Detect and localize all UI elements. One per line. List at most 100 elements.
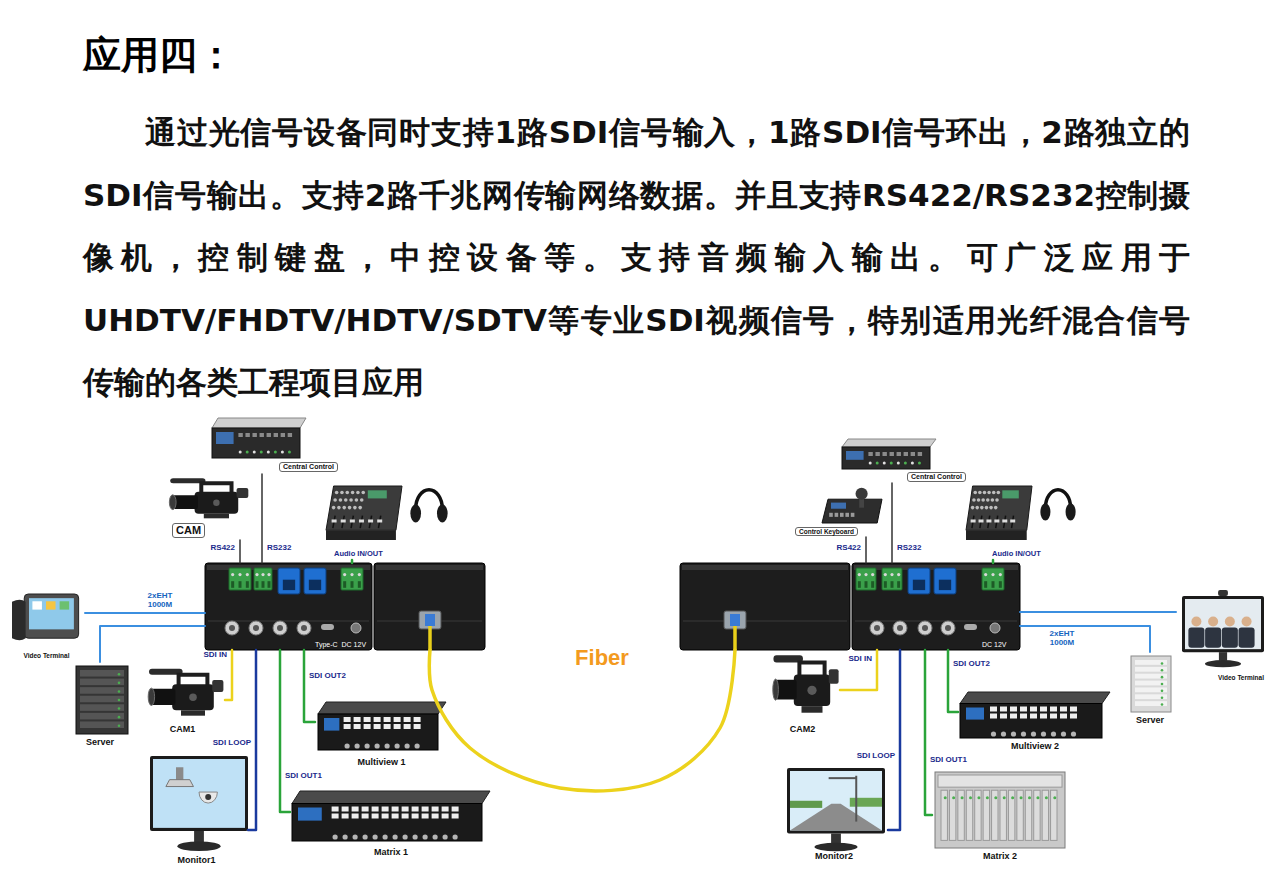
terminal-pin	[865, 581, 868, 588]
camera-handle	[799, 663, 824, 676]
rack-button	[252, 433, 256, 437]
trees	[850, 798, 882, 807]
terminal-screw	[255, 573, 258, 576]
mixer-knob	[971, 506, 975, 510]
terminal-screen	[29, 598, 74, 629]
mixer-knob	[975, 506, 979, 510]
rack-chassis	[935, 772, 1065, 848]
terminal-screw	[984, 573, 987, 576]
device-bnc	[1051, 731, 1056, 736]
video-terminal-right-illustration	[1182, 590, 1264, 667]
monitor-base	[1205, 660, 1241, 667]
matrix2-illustration	[935, 772, 1065, 848]
rack-module	[1051, 790, 1057, 840]
mixer-knob	[978, 491, 982, 495]
rack-led	[274, 451, 277, 454]
cable-label: SDI LOOP	[856, 752, 896, 761]
monitor-box: Monitor1	[145, 752, 248, 866]
device-button	[352, 807, 359, 812]
bnc-pin	[945, 625, 951, 631]
module-led	[986, 796, 989, 799]
mixer-front	[966, 530, 1027, 540]
rack-button	[238, 433, 242, 437]
device-bnc	[365, 743, 370, 748]
terminal-screw	[231, 573, 234, 576]
rack-module	[966, 790, 972, 840]
device-label: Server	[86, 737, 114, 747]
monitor-bezel	[1182, 596, 1264, 652]
right-transceiver-illustration	[680, 563, 1020, 650]
mixer-knob	[339, 498, 343, 502]
server-led	[1161, 703, 1164, 706]
device-bnc	[1071, 731, 1076, 736]
terminal-screw	[864, 573, 867, 576]
device-lcd	[966, 708, 984, 720]
mixer-knob	[358, 506, 362, 510]
usb-port	[964, 624, 977, 630]
camera-grip	[181, 710, 205, 715]
monitor-stand	[194, 831, 204, 843]
terminal-pin	[231, 581, 234, 588]
device-bnc	[413, 834, 418, 839]
module-led	[1020, 796, 1023, 799]
rack-led	[260, 451, 263, 454]
server-unit	[1135, 701, 1167, 706]
rack-module	[958, 790, 964, 840]
device-button	[384, 724, 391, 729]
device-label: Video Terminal	[24, 652, 70, 659]
device-button	[392, 814, 399, 819]
device-button	[354, 717, 361, 722]
terminal-pin	[262, 581, 265, 588]
monitor-screen	[790, 771, 882, 831]
device-button	[374, 717, 381, 722]
cable-label: SDI OUT1	[929, 756, 968, 765]
mixer-front	[326, 530, 396, 540]
device-button	[422, 814, 429, 819]
camera-bracket	[176, 767, 183, 781]
joystick-knob	[856, 488, 868, 500]
mixer-knob	[992, 491, 996, 495]
mixer-knob	[977, 498, 981, 502]
mixer-fader	[1002, 519, 1007, 522]
rack-module	[983, 790, 989, 840]
headphone-band	[416, 490, 443, 509]
monitor-bezel	[150, 756, 248, 831]
cable	[429, 650, 735, 791]
device-button	[1050, 714, 1057, 719]
device-button	[412, 807, 419, 812]
mixer-fader	[359, 519, 364, 522]
device-label: Central Control	[279, 462, 338, 472]
rack-button	[260, 433, 264, 437]
mixer-knob	[355, 498, 359, 502]
server-unit	[80, 713, 124, 720]
device-bnc	[433, 834, 438, 839]
bnc-connector	[918, 621, 932, 635]
terminal-block	[229, 568, 251, 590]
cable	[891, 483, 893, 563]
server-led	[118, 707, 121, 710]
device-button	[382, 814, 389, 819]
rack-led	[281, 451, 284, 454]
device-bnc	[1021, 731, 1026, 736]
camera-box: CAM2	[765, 647, 840, 735]
person-head	[1191, 617, 1201, 627]
mixer-knob	[344, 498, 348, 502]
rack-front	[842, 447, 930, 469]
video-terminal-box: Video Terminal	[8, 590, 85, 660]
fiber-stub	[428, 626, 432, 650]
server-unit	[1135, 660, 1167, 665]
mixer-fader	[971, 519, 976, 522]
terminal-pin	[999, 581, 1002, 588]
device-button	[342, 807, 349, 812]
terminal-block	[982, 568, 1004, 590]
device-bnc	[1041, 731, 1046, 736]
server-unit	[1135, 681, 1167, 686]
mixer-knob	[983, 491, 987, 495]
left-transceiver-illustration	[205, 563, 485, 650]
video-terminal-box: Video Terminal	[1176, 587, 1268, 682]
device-button	[1070, 707, 1077, 712]
camera-dial	[213, 499, 219, 505]
cable	[888, 650, 900, 830]
device-bnc	[345, 743, 350, 748]
person-head	[1208, 617, 1218, 627]
